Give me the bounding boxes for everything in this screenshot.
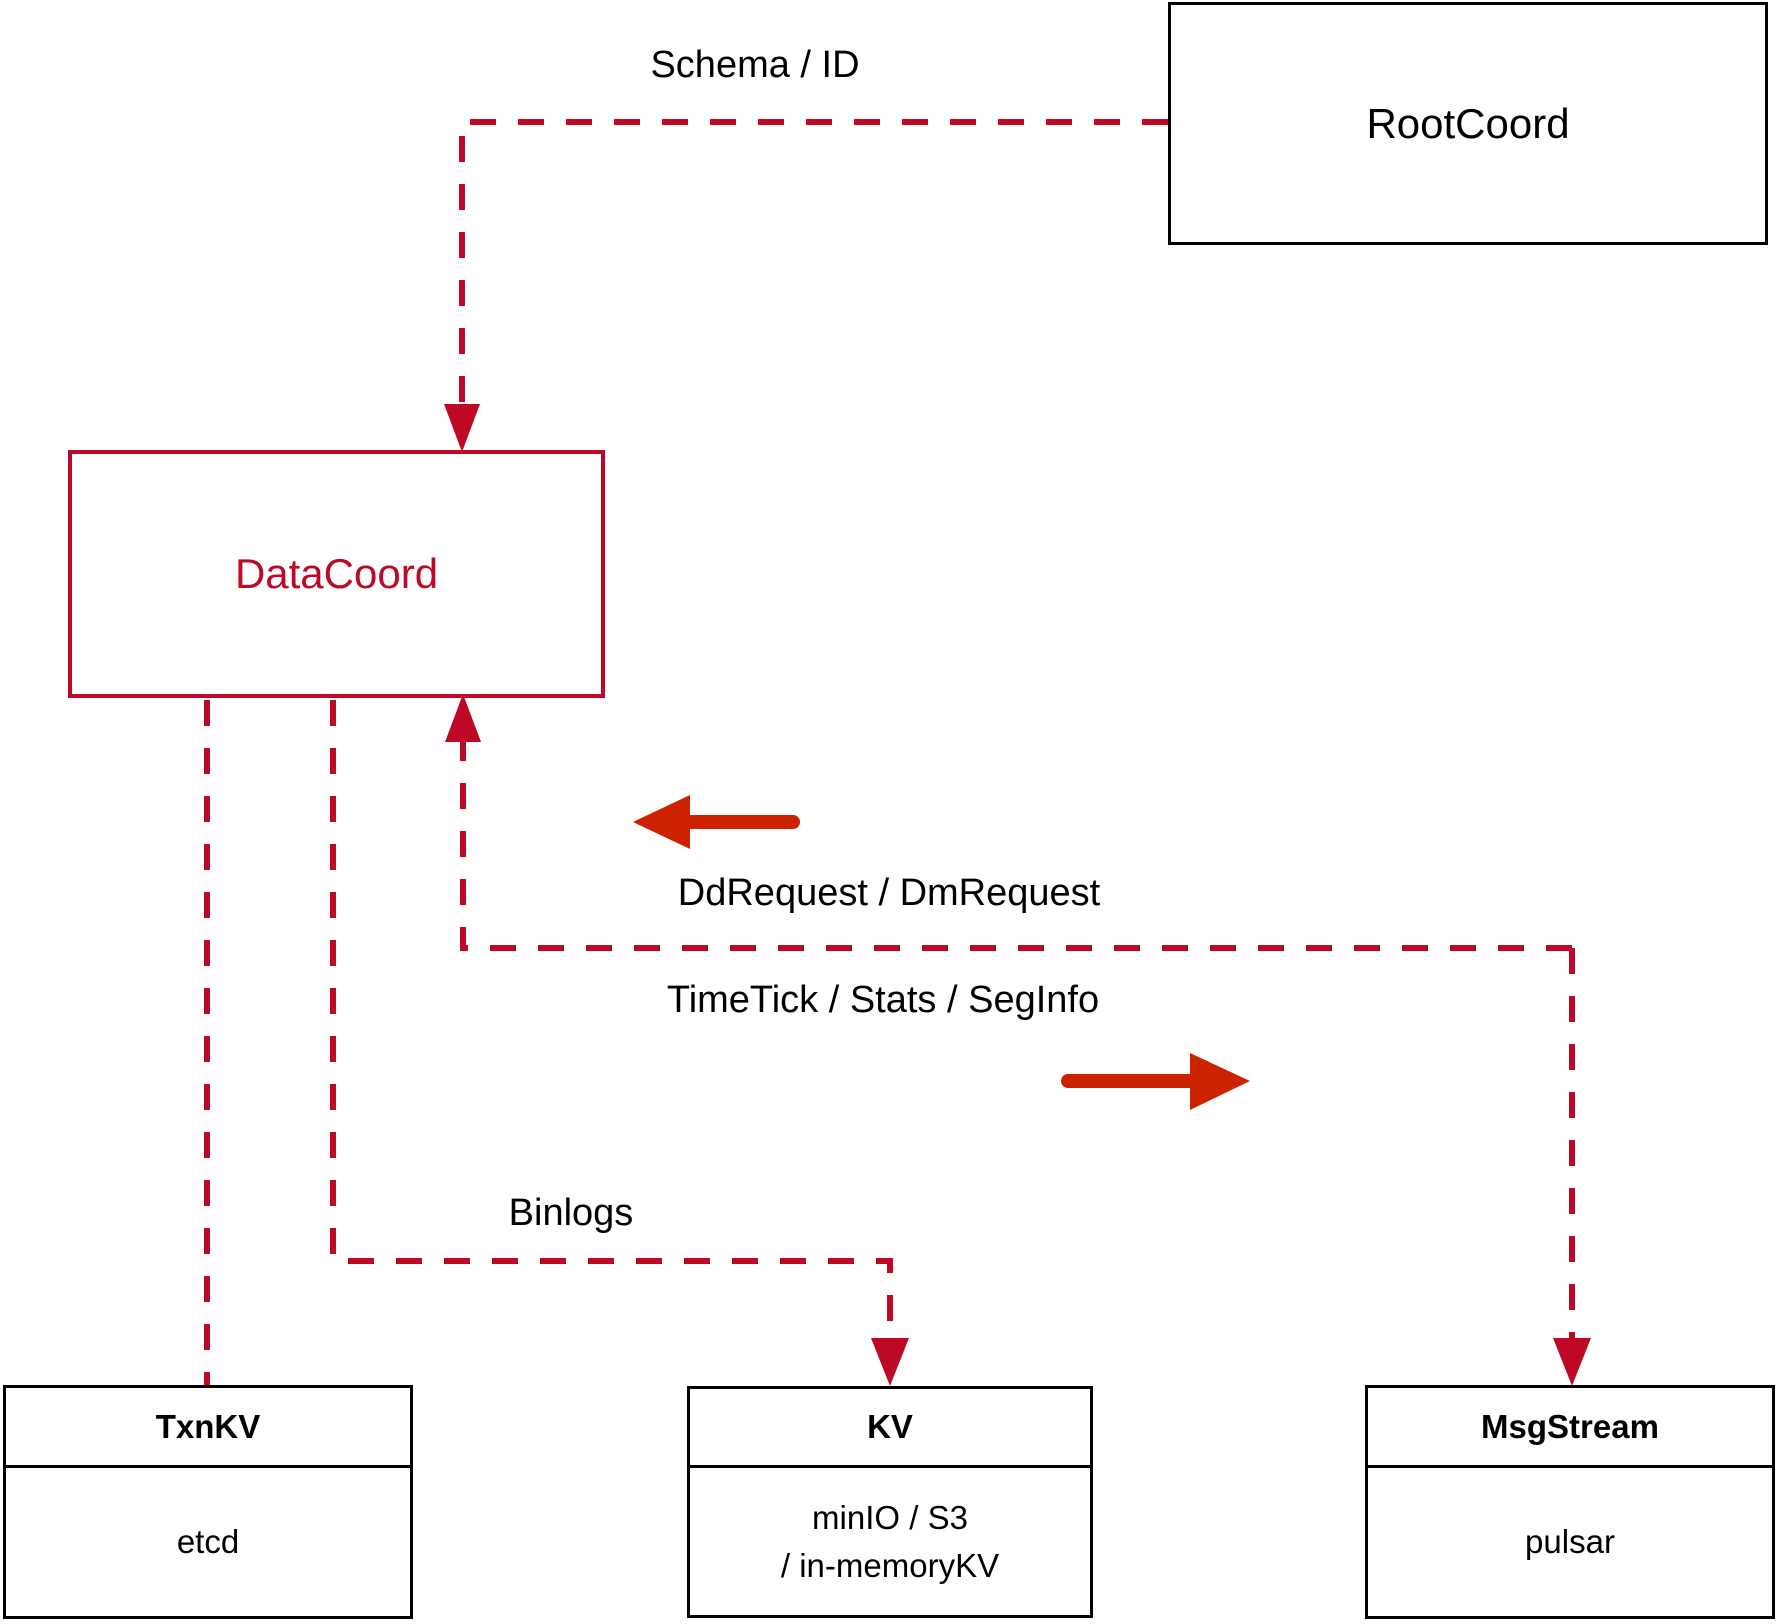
node-txnkv[interactable]: TxnKV etcd bbox=[3, 1385, 413, 1619]
edge-datacoord-to-kv bbox=[330, 700, 909, 1386]
node-rootcoord-label: RootCoord bbox=[1366, 99, 1570, 147]
node-kv-title: KV bbox=[690, 1389, 1090, 1468]
node-msgstream[interactable]: MsgStream pulsar bbox=[1365, 1385, 1775, 1619]
edge-datacoord-to-msgstream bbox=[1553, 948, 1591, 1386]
node-rootcoord[interactable]: RootCoord bbox=[1168, 2, 1768, 245]
node-datacoord-label: DataCoord bbox=[234, 550, 439, 597]
node-msgstream-body-line-1: pulsar bbox=[1525, 1523, 1615, 1561]
node-kv-body-line-1: minIO / S3 bbox=[812, 1498, 968, 1536]
arrowhead-into-msgstream bbox=[1553, 1338, 1591, 1386]
node-txnkv-title: TxnKV bbox=[6, 1388, 410, 1468]
node-msgstream-body: pulsar bbox=[1368, 1468, 1772, 1616]
arrowhead-into-datacoord-top bbox=[444, 404, 480, 452]
arrowhead-into-kv bbox=[871, 1338, 909, 1386]
edge-label-dd-dm-request: DdRequest / DmRequest bbox=[677, 872, 1101, 914]
node-kv-body: minIO / S3 / in-memoryKV bbox=[690, 1468, 1090, 1615]
edge-label-timetick-stats-seginfo: TimeTick / Stats / SegInfo bbox=[666, 979, 1100, 1021]
edge-label-binlogs: Binlogs bbox=[508, 1192, 634, 1234]
flow-arrow-left bbox=[633, 795, 800, 849]
node-kv-body-line-2: / in-memoryKV bbox=[780, 1546, 1000, 1584]
edge-rootcoord-to-datacoord bbox=[444, 119, 1168, 452]
flow-arrow-right bbox=[1061, 1053, 1250, 1110]
edge-label-schema-id: Schema / ID bbox=[650, 44, 860, 86]
arrowhead-into-datacoord-bottom bbox=[445, 694, 481, 742]
node-msgstream-title: MsgStream bbox=[1368, 1388, 1772, 1468]
node-kv[interactable]: KV minIO / S3 / in-memoryKV bbox=[687, 1386, 1093, 1618]
node-datacoord[interactable]: DataCoord bbox=[68, 450, 605, 698]
node-txnkv-body: etcd bbox=[6, 1468, 410, 1616]
node-txnkv-body-line-1: etcd bbox=[176, 1523, 240, 1561]
